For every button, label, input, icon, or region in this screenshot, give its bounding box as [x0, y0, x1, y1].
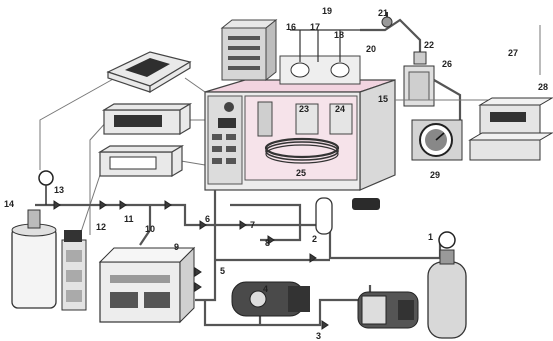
- meter-29: [470, 133, 552, 160]
- flow-controller-box: [100, 248, 194, 322]
- filter-vessel: [316, 198, 380, 234]
- label-14: 14: [4, 199, 14, 209]
- label-18: 18: [334, 30, 344, 40]
- label-19: 19: [322, 6, 332, 16]
- label-25: 25: [296, 168, 306, 178]
- label-13: 13: [54, 185, 64, 195]
- pressure-gauge-28: [412, 120, 462, 160]
- label-9: 9: [174, 242, 179, 252]
- label-10: 10: [145, 224, 155, 234]
- label-26: 26: [442, 59, 452, 69]
- label-24: 24: [335, 104, 345, 114]
- label-21: 21: [378, 8, 388, 18]
- gas-cylinder-left: [12, 171, 56, 308]
- meter-27: [480, 98, 552, 135]
- instrument-display-top: [108, 52, 190, 92]
- label-28: 28: [538, 82, 548, 92]
- instrument-display-lower: [100, 146, 182, 176]
- label-22: 22: [424, 40, 434, 50]
- label-3: 3: [316, 331, 321, 341]
- sample-cells: [280, 30, 360, 84]
- label-23: 23: [299, 104, 309, 114]
- label-27: 27: [508, 48, 518, 58]
- label-12: 12: [96, 222, 106, 232]
- top-control-unit: [222, 20, 276, 80]
- label-5: 5: [220, 266, 225, 276]
- label-2: 2: [312, 234, 317, 244]
- label-17: 17: [310, 22, 320, 32]
- label-20: 20: [366, 44, 376, 54]
- signal-wire-2: [185, 78, 205, 92]
- vacuum-pump: [232, 282, 310, 316]
- compressor-unit: [358, 292, 418, 328]
- reservoir-column: [62, 230, 86, 310]
- pressure-regulator-22: [414, 52, 426, 64]
- line-to-gauge: [434, 80, 460, 125]
- label-8: 8: [265, 238, 270, 248]
- label-1: 1: [428, 232, 433, 242]
- instrument-display-middle: [104, 104, 190, 134]
- label-15: 15: [378, 94, 388, 104]
- gas-cylinder-right: [428, 232, 466, 338]
- label-16: 16: [286, 22, 296, 32]
- label-6: 6: [205, 214, 210, 224]
- label-7: 7: [250, 220, 255, 230]
- label-11: 11: [124, 214, 134, 224]
- label-29: 29: [430, 170, 440, 180]
- label-4: 4: [263, 284, 268, 294]
